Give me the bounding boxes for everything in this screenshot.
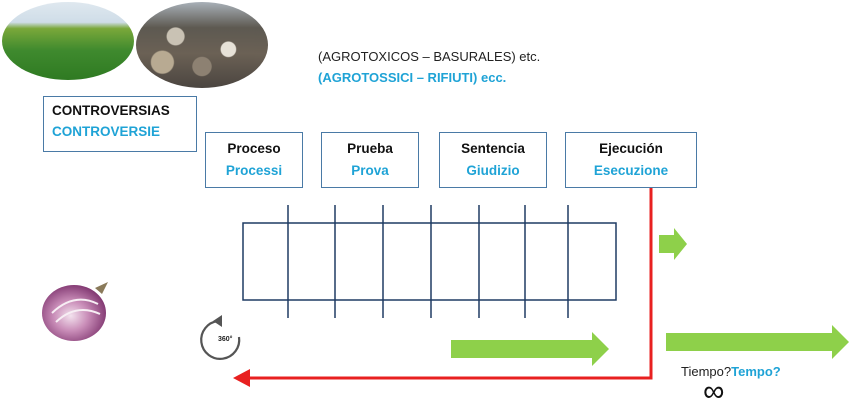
process-grid <box>242 205 617 318</box>
infinity-icon: ∞ <box>703 375 725 408</box>
time-question-es: Tiempo? <box>681 364 732 379</box>
crop-duster-photo <box>2 2 134 80</box>
rotate-360-icon: 360° <box>200 315 241 360</box>
stage-proceso-box: Proceso Processi <box>205 132 303 188</box>
rotate-360-label: 360° <box>218 335 233 343</box>
controversias-label-es: CONTROVERSIAS <box>52 103 170 118</box>
controversias-box: CONTROVERSIAS CONTROVERSIE <box>43 96 197 152</box>
arrow-right-long <box>666 325 849 359</box>
stage-label-es: Ejecución <box>599 141 663 156</box>
stage-label-it: Prova <box>351 163 389 178</box>
header-line-spanish: (AGROTOXICOS – BASURALES) etc. <box>318 49 541 64</box>
stage-sentencia-box: Sentencia Giudizio <box>439 132 547 188</box>
landfill-photo <box>136 2 268 88</box>
stage-prueba-box: Prueba Prova <box>321 132 419 188</box>
arrow-right-small <box>659 228 687 260</box>
stage-label-it: Esecuzione <box>593 163 669 178</box>
stage-ejecucion-box: Ejecución Esecuzione <box>565 132 697 188</box>
time-question-it: Tempo? <box>731 364 781 379</box>
stage-label-es: Proceso <box>227 141 281 156</box>
arrow-right-medium <box>451 332 609 366</box>
controversias-label-it: CONTROVERSIE <box>52 124 161 139</box>
onion-icon <box>42 282 108 341</box>
header-line-italian: (AGROTOSSICI – RIFIUTI) ecc. <box>318 70 507 85</box>
stage-label-es: Prueba <box>347 141 393 156</box>
stage-label-it: Processi <box>225 163 283 178</box>
stage-label-it: Giudizio <box>466 163 520 178</box>
grid-frame <box>242 222 617 301</box>
stage-label-es: Sentencia <box>461 141 525 156</box>
time-question: Tiempo?Tempo? <box>681 364 781 379</box>
return-arrow <box>233 188 653 387</box>
